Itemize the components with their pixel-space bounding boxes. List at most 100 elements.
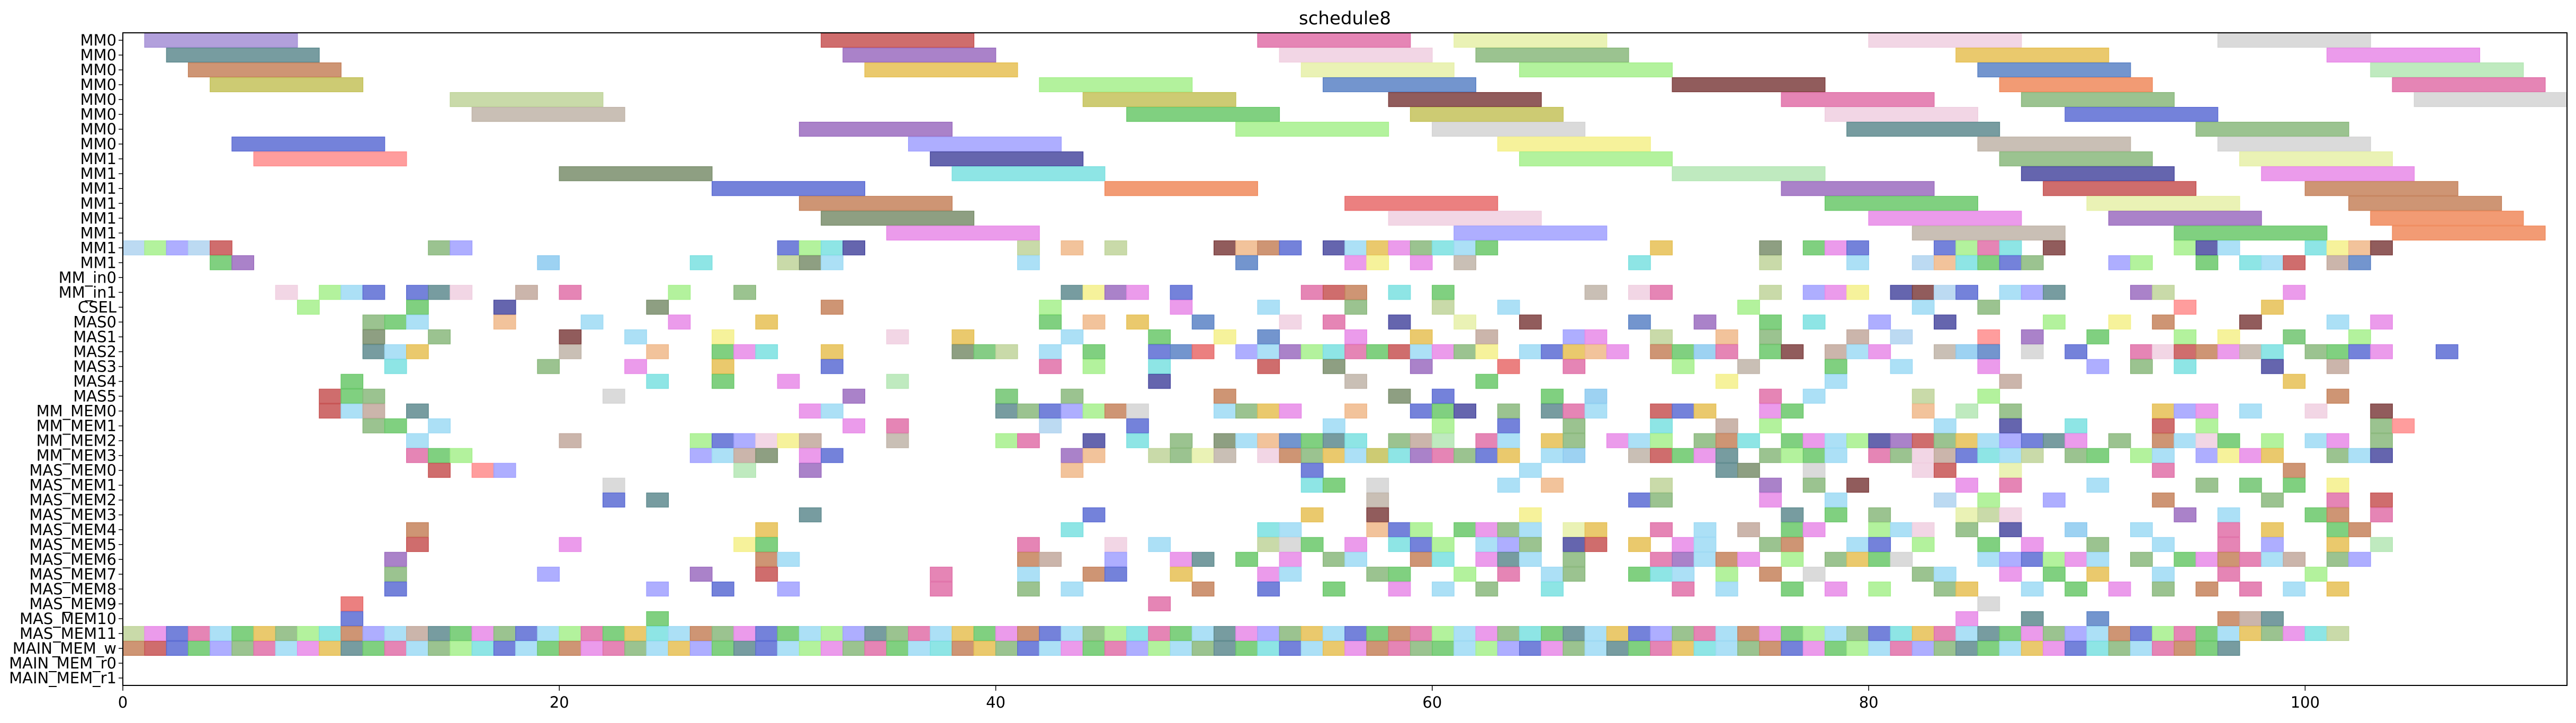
task-bar: [624, 359, 647, 374]
task-bar: [1519, 537, 1542, 552]
task-bar: [1846, 477, 1869, 493]
task-bar: [1475, 448, 1498, 463]
task-bar: [428, 285, 451, 300]
task-bar: [1388, 211, 1542, 226]
task-bar: [1017, 240, 1040, 256]
task-bar: [384, 566, 407, 582]
task-bar: [1410, 107, 1564, 122]
task-bar: [166, 640, 189, 656]
task-bar: [1955, 403, 1978, 419]
task-bar: [1563, 403, 1586, 419]
task-bar: [559, 433, 582, 448]
task-bar: [166, 626, 189, 641]
task-bar: [537, 359, 560, 374]
task-bar: [1759, 240, 1782, 256]
task-bar: [2195, 552, 2219, 567]
task-bar: [995, 640, 1018, 656]
task-bar: [1781, 581, 1804, 597]
task-bar: [1366, 448, 1389, 463]
task-bar: [2239, 611, 2262, 626]
row-labels: MM0MM0MM0MM0MM0MM0MM0MM0MM1MM1MM1MM1MM1M…: [9, 31, 123, 687]
task-bar: [559, 329, 582, 345]
task-bar: [559, 166, 713, 182]
task-bar: [1628, 626, 1651, 641]
task-bar: [1759, 626, 1782, 641]
task-bar: [1650, 552, 1673, 567]
task-bar: [2261, 166, 2415, 182]
task-bar: [755, 626, 778, 641]
task-bar: [2239, 344, 2262, 359]
task-bar: [1191, 552, 1215, 567]
task-bar: [1104, 626, 1127, 641]
task-bar: [493, 640, 516, 656]
task-bar: [930, 640, 953, 656]
task-bar: [1955, 611, 1978, 626]
row-label: MAS_MEM1: [29, 476, 116, 494]
task-bar: [1519, 640, 1542, 656]
task-bar: [777, 240, 800, 256]
task-bar: [2108, 314, 2131, 330]
task-bar: [1759, 314, 1782, 330]
task-bar: [733, 626, 756, 641]
task-bar: [2195, 626, 2219, 641]
task-bar: [1628, 433, 1651, 448]
task-bar: [1802, 285, 1826, 300]
task-bar: [1497, 522, 1520, 537]
task-bar: [2239, 255, 2262, 270]
task-bar: [1257, 640, 1280, 656]
task-bar: [1497, 403, 1520, 419]
task-bar: [2261, 433, 2284, 448]
task-bar: [471, 640, 495, 656]
task-bar: [1519, 344, 1542, 359]
task-bar: [886, 640, 909, 656]
task-bar: [1235, 433, 1258, 448]
task-bar: [2283, 255, 2306, 270]
task-bar: [2021, 92, 2175, 107]
task-bar: [1082, 626, 1106, 641]
task-bar: [2152, 581, 2175, 597]
task-bar: [2086, 566, 2110, 582]
task-bar: [1388, 537, 1411, 552]
task-bar: [1999, 477, 2022, 493]
task-bar: [2021, 640, 2044, 656]
task-bar: [1257, 344, 1280, 359]
task-bar: [1323, 448, 1345, 463]
task-bar: [2174, 640, 2197, 656]
task-bar: [2283, 581, 2306, 597]
task-bar: [340, 596, 364, 611]
task-bar: [1977, 640, 2000, 656]
task-bar: [2239, 626, 2262, 641]
task-bar: [2152, 448, 2175, 463]
task-bar: [1802, 626, 1826, 641]
task-bar: [2108, 581, 2131, 597]
task-bar: [1672, 403, 1695, 419]
task-bar: [1846, 255, 1869, 270]
task-bar: [712, 329, 734, 345]
task-bar: [798, 626, 822, 641]
task-bar: [1279, 522, 1302, 537]
task-bar: [340, 626, 364, 641]
task-bar: [319, 388, 342, 404]
task-bar: [1432, 122, 1586, 137]
task-bar: [1300, 507, 1324, 522]
task-bar: [2239, 314, 2262, 330]
task-bar: [1650, 285, 1673, 300]
task-bar: [886, 418, 909, 433]
task-bar: [406, 285, 429, 300]
row-label: MM_MEM0: [37, 402, 116, 420]
task-bar: [1061, 329, 1084, 345]
task-bar: [1104, 285, 1127, 300]
task-bar: [1802, 433, 1826, 448]
task-bar: [821, 448, 843, 463]
row-label: MM_in1: [59, 283, 116, 301]
task-bar: [2217, 507, 2240, 522]
task-bar: [1257, 448, 1280, 463]
task-bar: [144, 640, 167, 656]
task-bar: [1323, 314, 1345, 330]
task-bar: [1475, 626, 1498, 641]
task-bar: [1170, 552, 1193, 567]
task-bar: [1497, 433, 1520, 448]
task-bar: [1170, 566, 1193, 582]
task-bar: [1104, 240, 1127, 256]
